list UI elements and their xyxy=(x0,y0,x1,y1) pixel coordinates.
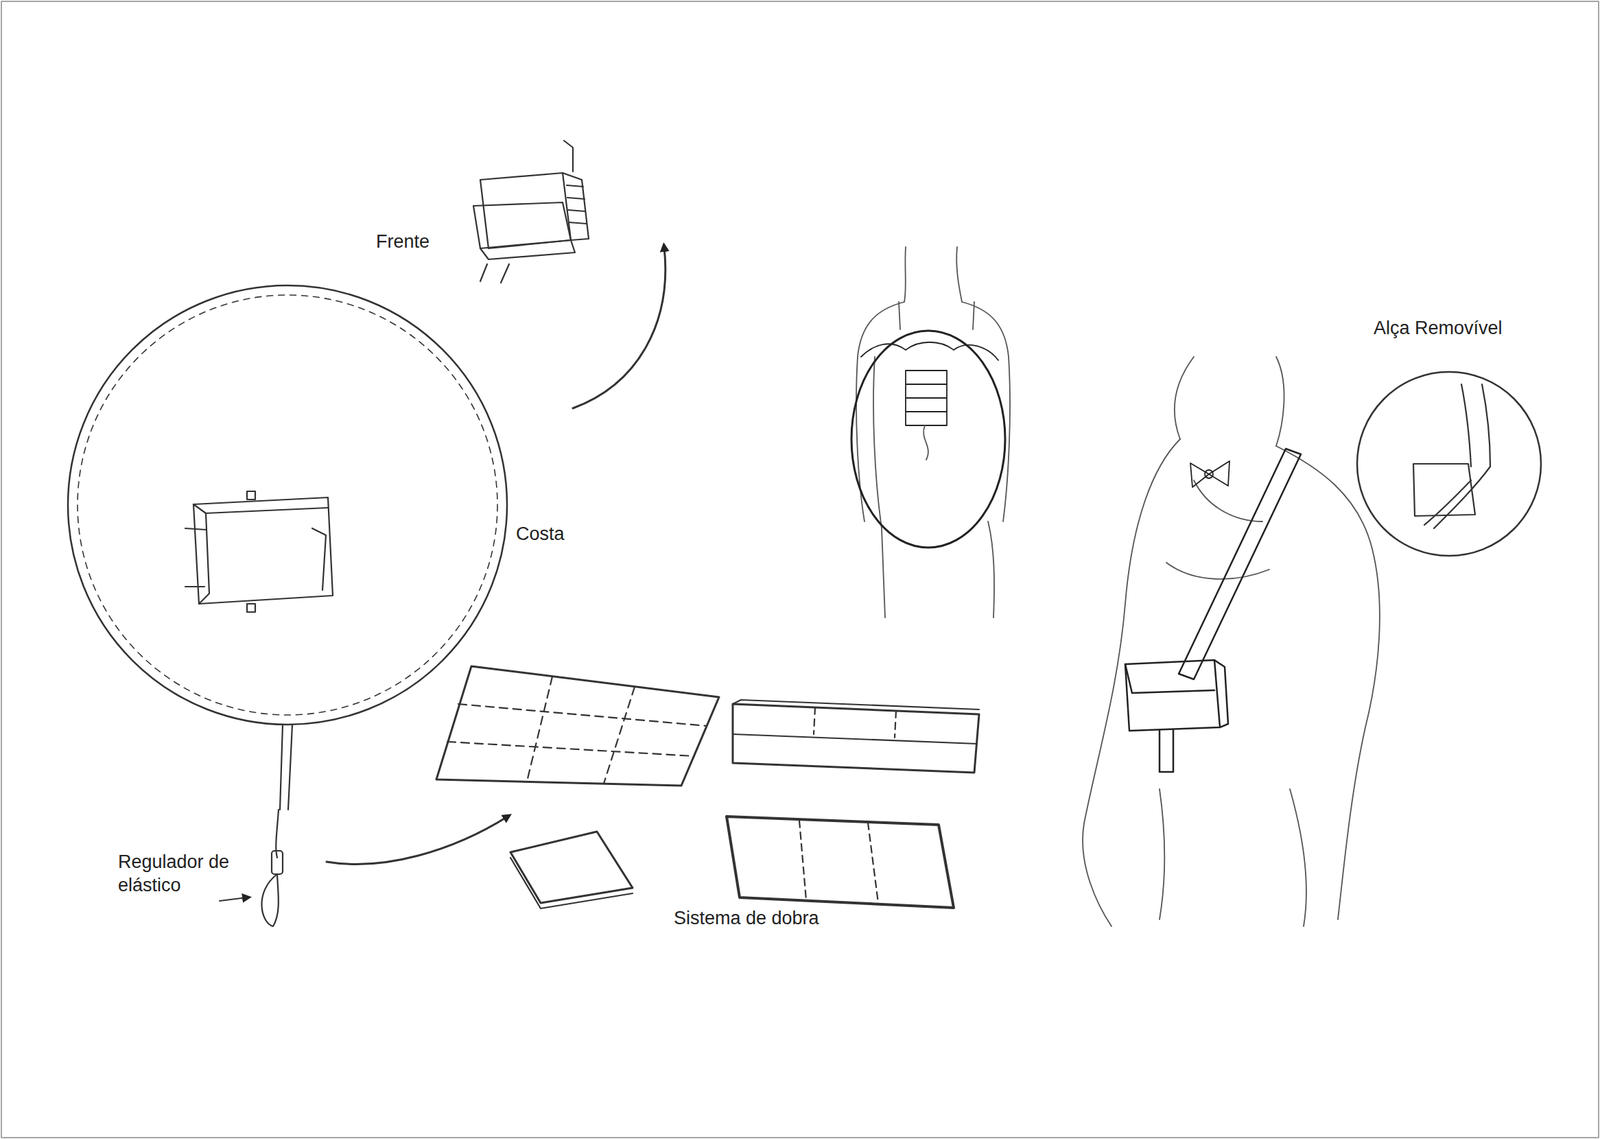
strap-detail xyxy=(1357,371,1541,556)
torso-figure-front xyxy=(851,246,1010,618)
elastic-regulator xyxy=(261,724,293,927)
crossbody-bag xyxy=(1125,448,1301,772)
detail-circle xyxy=(67,285,508,725)
part-label: Regulador de elástico xyxy=(118,850,256,898)
part-label: Costa xyxy=(515,522,565,547)
part-label: Frente xyxy=(375,230,430,254)
leader-arrow xyxy=(219,897,247,901)
part-label: Alça Removível xyxy=(1373,316,1503,341)
folding-sheets xyxy=(436,666,980,909)
flow-arrow xyxy=(326,816,508,864)
front-bag-sketch xyxy=(473,140,589,283)
torso-figure-crossbody xyxy=(1082,356,1380,927)
part-label: Sistema de dobra xyxy=(673,907,820,931)
flow-arrow xyxy=(572,246,666,409)
back-bag-sketch xyxy=(185,491,333,613)
